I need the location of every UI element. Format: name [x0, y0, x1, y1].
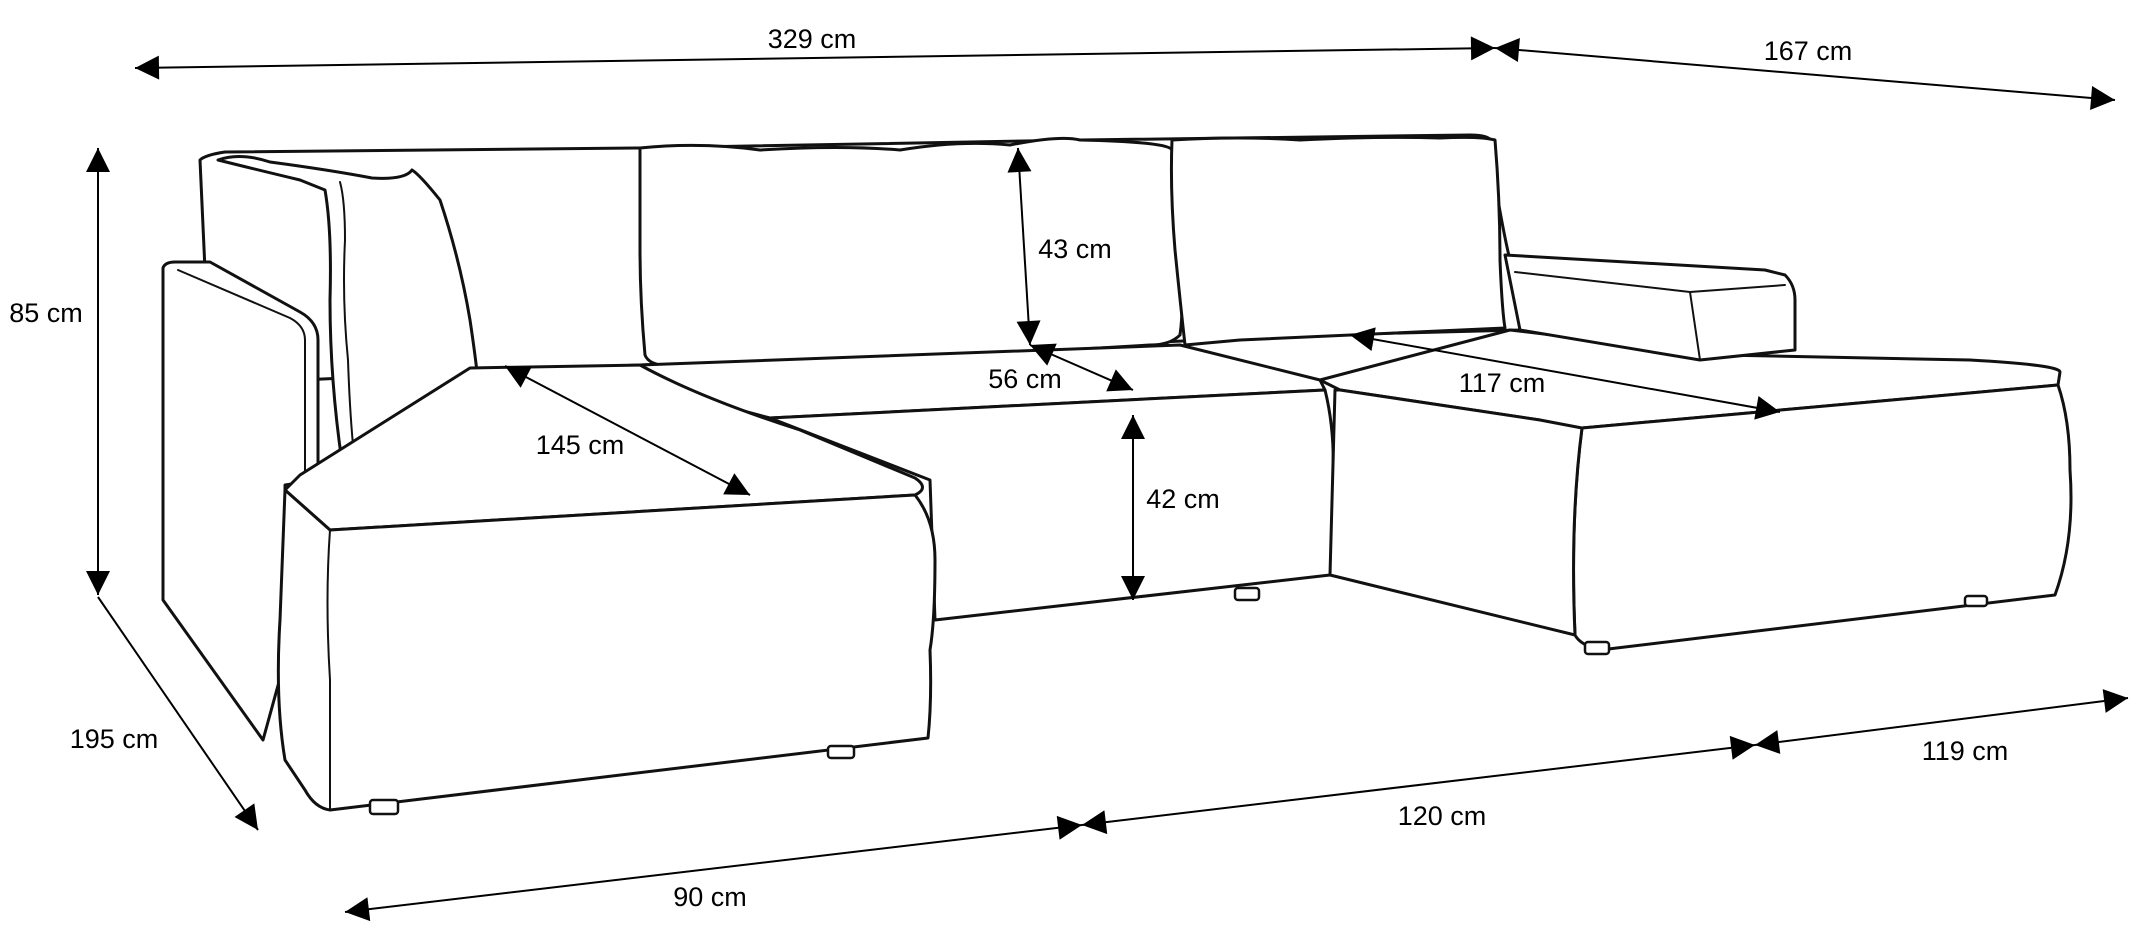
foot — [1233, 586, 1261, 602]
label-seat-depth: 56 cm — [988, 364, 1062, 394]
label-chaise-length: 167 cm — [1764, 36, 1853, 66]
label-total-height: 85 cm — [9, 298, 83, 328]
right-chaise-front — [1572, 383, 2073, 652]
label-seat-height: 42 cm — [1146, 484, 1220, 514]
right-chaise-side — [1328, 388, 1584, 637]
dim-line-total-depth — [97, 596, 259, 831]
foot — [826, 744, 856, 760]
label-left-chaise-seat: 145 cm — [536, 430, 625, 460]
sofa-illustration — [161, 133, 2073, 816]
label-front-left: 90 cm — [673, 882, 747, 912]
dim-line-back-cushion — [1007, 147, 1041, 346]
dim-line-left-chaise-seat — [504, 365, 751, 496]
left-chaise-front — [276, 488, 937, 812]
dim-line-right-chaise-seat — [1349, 327, 1781, 420]
dim-line-total-width — [134, 36, 1496, 80]
foot — [368, 798, 400, 816]
foot — [1583, 640, 1611, 656]
dimension-labels: 329 cm 167 cm 85 cm 195 cm 43 cm 56 cm 1… — [9, 24, 2008, 912]
left-pillow-seam — [339, 181, 356, 466]
dim-line-front-middle — [1081, 735, 1756, 835]
label-right-chaise-seat: 117 cm — [1459, 368, 1546, 398]
label-total-width: 329 cm — [768, 24, 857, 54]
dim-line-front-left — [344, 815, 1083, 922]
label-back-cushion-height: 43 cm — [1038, 234, 1112, 264]
label-front-middle: 120 cm — [1398, 801, 1487, 831]
dimension-lines — [86, 36, 2129, 922]
left-armrest-inner — [177, 269, 306, 486]
label-total-depth: 195 cm — [70, 724, 159, 754]
dim-line-seat-depth — [1029, 343, 1134, 392]
dim-line-front-right — [1754, 689, 2129, 754]
left-chaise-corner-seam — [326, 529, 331, 811]
foot — [1963, 594, 1989, 608]
label-front-right: 119 cm — [1922, 736, 2009, 766]
right-back-pillow — [1169, 135, 1507, 347]
dim-line-chaise-length — [1494, 38, 2116, 110]
